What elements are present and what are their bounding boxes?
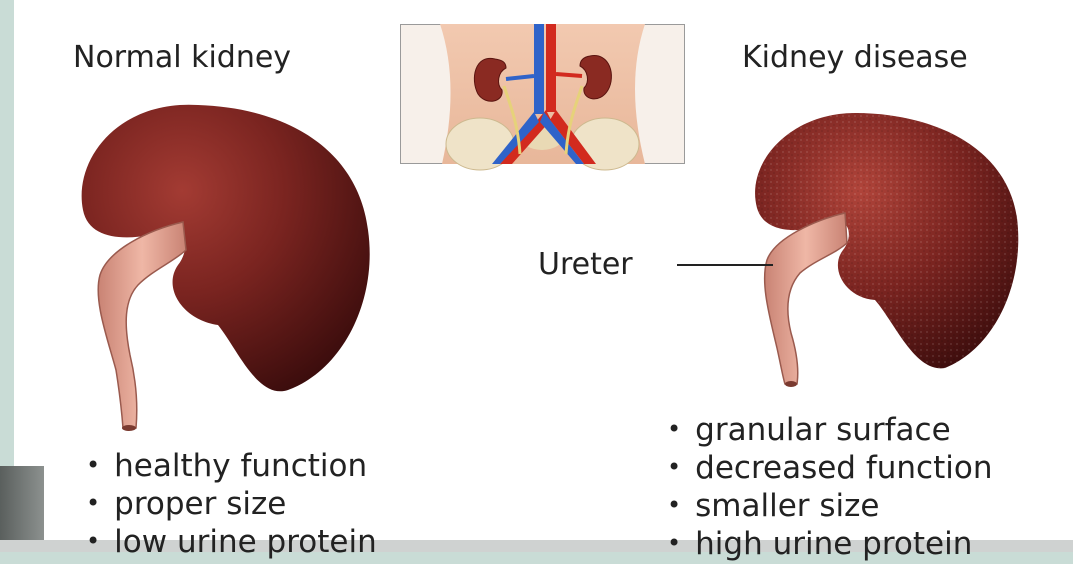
ureter-label: Ureter xyxy=(538,247,633,282)
normal-kidney-image xyxy=(78,100,378,435)
list-item: decreased function xyxy=(667,450,992,488)
list-item: smaller size xyxy=(667,488,992,526)
list-item: granular surface xyxy=(667,412,992,450)
kidney-disease-bullets: granular surface decreased function smal… xyxy=(667,412,992,564)
slide-edge-block xyxy=(0,466,44,542)
list-item: high urine protein xyxy=(667,526,992,564)
kidney-disease-title: Kidney disease xyxy=(742,40,968,75)
diseased-kidney-image xyxy=(745,108,1025,388)
anatomy-inset-image xyxy=(400,24,685,164)
list-item: proper size xyxy=(86,486,377,524)
ureter-leader-line xyxy=(677,264,773,266)
list-item: healthy function xyxy=(86,448,377,486)
list-item: low urine protein xyxy=(86,524,377,562)
normal-kidney-title: Normal kidney xyxy=(73,40,291,75)
normal-kidney-bullets: healthy function proper size low urine p… xyxy=(86,448,377,562)
